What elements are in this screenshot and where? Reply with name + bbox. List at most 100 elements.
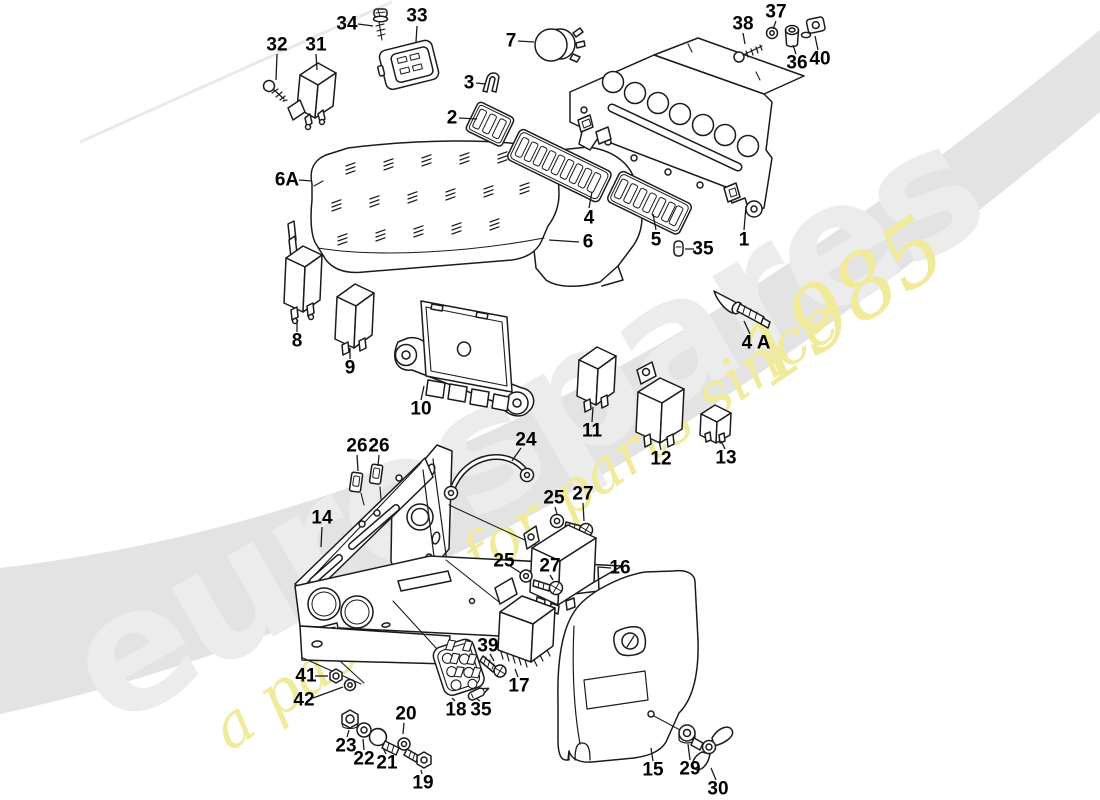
watermark-swoosh <box>0 30 1100 714</box>
vent-hatch-mark <box>497 151 508 156</box>
part-label-35: 35 <box>470 700 492 721</box>
vent-hatch-mark <box>489 218 500 223</box>
part-label-22: 22 <box>353 749 374 770</box>
part-23-nut <box>341 709 359 730</box>
leader-line-29 <box>687 743 691 761</box>
leader-line-23 <box>346 729 350 738</box>
vent-hatch-mark <box>407 191 418 196</box>
vent-hatch-mark <box>489 226 500 231</box>
part-4a-sensor <box>713 290 771 329</box>
part-9-relay <box>334 283 375 356</box>
watermark-swoosh-accent <box>79 0 393 144</box>
part-40-nut <box>800 16 826 39</box>
part-11-relay <box>576 346 617 413</box>
vent-hatch-mark <box>497 159 508 164</box>
vent-hatch-mark <box>445 192 456 197</box>
leader-line-42 <box>312 686 344 699</box>
vent-hatch-mark <box>383 166 394 171</box>
part-4-fuse-strip <box>507 128 612 203</box>
leader-line-40 <box>814 35 819 51</box>
part-35-bulb <box>673 240 684 257</box>
leader-line-27 <box>549 574 554 581</box>
vent-hatch-mark <box>345 162 356 167</box>
vent-hatch-mark <box>407 199 418 204</box>
part-30-wing-nut <box>690 726 734 771</box>
part-26-clip <box>348 471 364 493</box>
part-label-10: 10 <box>410 399 431 420</box>
part-label-29: 29 <box>679 759 700 780</box>
vent-hatch-mark <box>519 186 530 191</box>
part-label-18: 18 <box>445 700 466 721</box>
part-17-relay <box>494 577 556 668</box>
part-24-wire-clamp <box>443 454 535 501</box>
vent-hatch-mark <box>375 233 386 238</box>
part-label-7: 7 <box>506 31 517 52</box>
part-label-33: 33 <box>406 6 427 27</box>
part-label-11: 11 <box>582 421 603 442</box>
vent-hatch-mark <box>459 152 470 157</box>
part-label-36: 36 <box>786 53 807 74</box>
vent-hatch-mark <box>413 225 424 230</box>
vent-hatch-mark <box>483 185 494 190</box>
part-label-13: 13 <box>715 448 736 469</box>
vent-hatch-mark <box>497 155 508 160</box>
part-label-32: 32 <box>266 35 287 56</box>
vent-hatch-mark <box>337 233 348 238</box>
part-13-relay <box>699 404 732 444</box>
part-label-6A: 6A <box>275 170 300 191</box>
vent-hatch-mark <box>369 199 380 204</box>
leader-line-25 <box>509 565 522 574</box>
leader-line-25 <box>554 506 558 515</box>
leader-line-38 <box>742 32 746 45</box>
leader-line-15 <box>650 747 654 762</box>
vent-hatch-mark <box>459 156 470 161</box>
leader-line-22 <box>362 738 365 751</box>
part-label-26: 26 <box>346 436 367 457</box>
leader-line-4A <box>743 320 751 335</box>
part-label-5: 5 <box>651 230 662 251</box>
vent-hatch-mark <box>407 195 418 200</box>
vent-hatch-mark <box>519 190 530 195</box>
part-20-washer <box>397 737 411 751</box>
vent-hatch-mark <box>413 229 424 234</box>
part-label-4: 4 <box>584 208 595 229</box>
vent-hatch-mark <box>489 222 500 227</box>
vent-hatch-mark <box>421 162 432 167</box>
part-36-spacer <box>784 24 800 48</box>
vent-hatch-mark <box>375 237 386 242</box>
part-38-screw <box>733 44 763 63</box>
part-label-26: 26 <box>368 436 389 457</box>
vent-hatch-mark <box>421 154 432 159</box>
part-label-4A: 4 A <box>742 333 771 354</box>
leader-line-31 <box>315 53 318 71</box>
part-label-31: 31 <box>305 35 327 56</box>
part-label-38: 38 <box>732 14 753 35</box>
leader-line-14 <box>320 526 323 548</box>
leader-line-4 <box>588 191 593 209</box>
vent-hatch-mark <box>445 196 456 201</box>
part-34-screw <box>372 8 389 41</box>
vent-hatch-mark <box>383 158 394 163</box>
vent-hatch-mark <box>445 188 456 193</box>
part-label-9: 9 <box>345 358 356 379</box>
leader-line-10 <box>420 385 425 401</box>
leader-line-30 <box>710 767 717 781</box>
leader-line-37 <box>772 20 777 30</box>
leader-line-20 <box>402 722 405 735</box>
part-6a-cover-front <box>310 140 560 274</box>
part-label-2: 2 <box>447 108 458 129</box>
leader-line-6 <box>548 239 580 243</box>
part-label-1: 1 <box>739 230 750 251</box>
part-label-25: 25 <box>543 488 565 509</box>
part-25-washer <box>549 513 565 529</box>
part-label-30: 30 <box>707 779 728 800</box>
part-label-27: 27 <box>539 556 560 577</box>
vent-hatch-mark <box>421 158 432 163</box>
part-label-34: 34 <box>336 14 358 35</box>
part-35-bulb <box>467 687 490 701</box>
leader-line-12 <box>658 440 662 451</box>
part-label-41: 41 <box>295 666 317 687</box>
leader-line-17 <box>514 668 519 678</box>
